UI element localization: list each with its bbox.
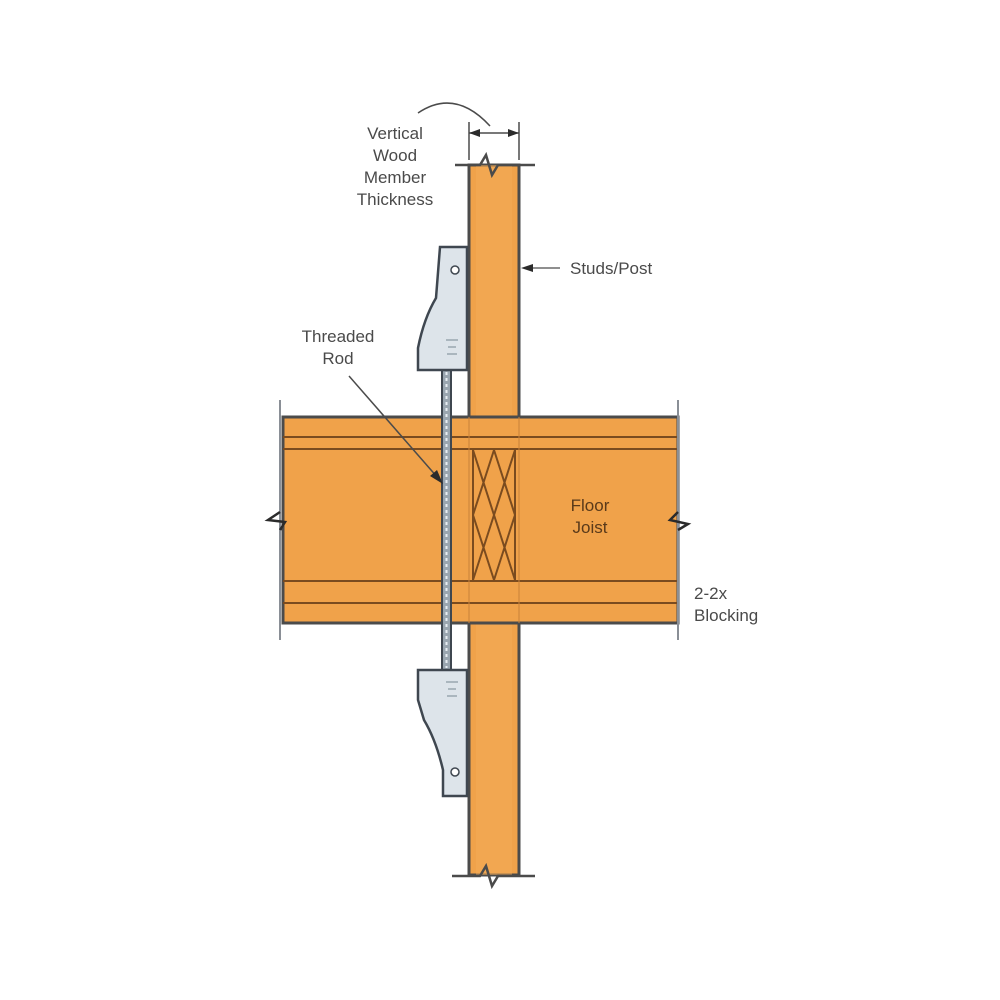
label-line: Wood bbox=[372, 146, 418, 165]
label-vertical-member-thickness: Vertical Wood Member Thickness bbox=[345, 123, 445, 211]
label-line: Rod bbox=[322, 349, 354, 368]
upper-tie-bracket bbox=[416, 245, 469, 372]
label-blocking: 2-2x Blocking bbox=[694, 583, 758, 627]
label-line: Member bbox=[363, 168, 427, 187]
label-line: Vertical bbox=[367, 124, 423, 143]
threaded-rod bbox=[441, 369, 452, 671]
threaded-rod-leader bbox=[348, 375, 443, 484]
thickness-dimension bbox=[417, 102, 520, 160]
label-line: Blocking bbox=[694, 606, 759, 625]
label-floor-joist: Floor Joist bbox=[555, 495, 625, 539]
label-line: Thickness bbox=[356, 190, 434, 209]
lower-tie-bracket bbox=[416, 668, 469, 798]
label-studs-post: Studs/Post bbox=[570, 259, 653, 278]
label-line: Threaded bbox=[301, 327, 375, 346]
studs-post-leader bbox=[521, 264, 560, 272]
label-line: Joist bbox=[572, 518, 608, 537]
blocking-x-bracing bbox=[472, 449, 516, 581]
label-line: 2-2x bbox=[694, 584, 728, 603]
label-line: Floor bbox=[570, 496, 610, 515]
floor-joist bbox=[264, 400, 692, 640]
label-threaded-rod: Threaded Rod bbox=[288, 326, 388, 370]
